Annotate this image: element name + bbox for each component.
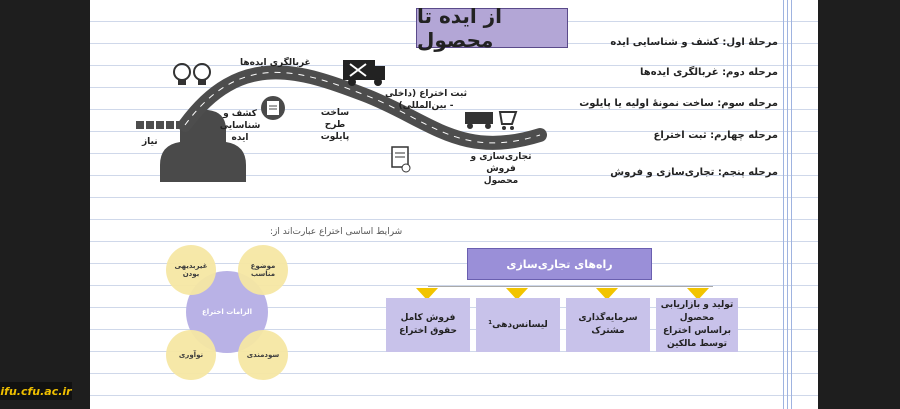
slide-page: از ایده تا محصول مرحلهٔ اول: کشف و شناسا… [90, 0, 818, 409]
patent-label: ثبت اختراع (داخلی - بین‌المللی) [384, 89, 467, 111]
document-icon [261, 96, 285, 120]
discover-label: کشف و شناسایی ایده [219, 109, 261, 143]
margin-line [791, 0, 792, 409]
page-title: از ایده تا محصول [416, 4, 568, 52]
margin-line [783, 0, 784, 409]
screening-label: غربالگری ایده‌ها [240, 58, 311, 68]
condition-subject-matter: موضوع مناسب [238, 245, 288, 295]
condition-novelty: نوآوری [166, 330, 216, 380]
conditions-heading: شرایط اساسی اختراع عبارت‌اند از: [270, 227, 403, 237]
factory-cart-icon [465, 111, 518, 130]
stage-2: مرحله دوم: غربالگری ایده‌ها [640, 67, 778, 78]
lightbulb-icon [173, 63, 211, 85]
commercial-label: تجاری‌سازی و فروش محصول [470, 152, 532, 186]
truck-tools-icon [343, 60, 385, 86]
need-blocks [136, 121, 184, 129]
stage-4: مرحله چهارم: ثبت اختراع [653, 130, 778, 141]
roadmap-diagram [136, 60, 547, 182]
condition-non-obvious: غیربدیهی بودن [166, 245, 216, 295]
pointer-triangle [506, 288, 528, 300]
certificate-icon [391, 146, 411, 173]
pointer-triangle [687, 288, 709, 300]
route-produce: تولید و بازاریابی محصول براساس اختراع تو… [656, 298, 738, 352]
commercialization-title: راه‌های تجاری‌سازی [467, 248, 652, 280]
stage-3: مرحله سوم: ساخت نمونهٔ اولیه یا پایلوت [579, 98, 778, 109]
stage-1: مرحلهٔ اول: کشف و شناسایی ایده [610, 37, 778, 48]
pilot-label: ساخت طرح پایلوت [320, 108, 350, 142]
pointer-triangle [416, 288, 438, 300]
need-label: نیاز [142, 137, 158, 147]
pointer-triangle [596, 288, 618, 300]
route-full-sale: فروش کامل حقوق اختراع [386, 298, 470, 352]
stage-5: مرحله پنجم: تجاری‌سازی و فروش [610, 167, 778, 178]
route-joint-venture: سرمایه‌گذاری مشترک [566, 298, 650, 352]
route-licensing: لیسانس‌دهی¹ [476, 298, 560, 352]
margin-line [787, 0, 788, 409]
site-logo: ifu.cfu.ac.ir [0, 382, 72, 400]
road-path [178, 65, 547, 150]
connector-line [428, 286, 713, 287]
condition-usefulness: سودمندی [238, 330, 288, 380]
